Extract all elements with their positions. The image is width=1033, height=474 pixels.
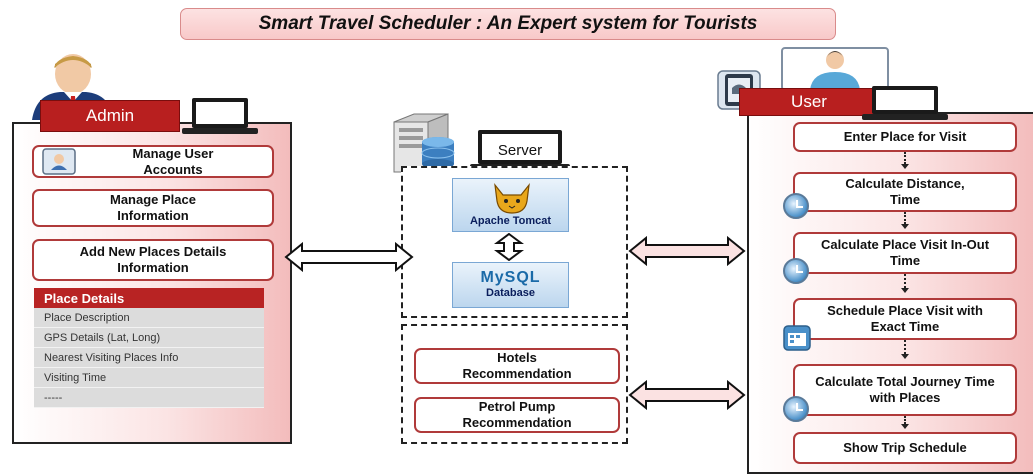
clock-icon (783, 193, 809, 219)
flow-arrow-head (901, 424, 909, 429)
card-label: Manage User Accounts (132, 145, 214, 177)
double-arrow-vertical (494, 233, 524, 261)
step-calculate-distance-card: Calculate Distance, Time (793, 172, 1017, 212)
database-label: Database (486, 287, 535, 299)
place-details-row: Visiting Time (34, 368, 264, 388)
card-label: Manage Place Information (110, 192, 196, 223)
flow-arrow-head (901, 354, 909, 359)
card-label: Calculate Total Journey Time with Places (815, 374, 995, 405)
server-label: Server (497, 142, 543, 159)
place-details-row: ----- (34, 388, 264, 408)
step-total-journey-card: Calculate Total Journey Time with Places (793, 364, 1017, 416)
hotels-recommendation-card: Hotels Recommendation (414, 348, 620, 384)
place-details-heading: Place Details (34, 288, 264, 308)
calendar-icon (783, 325, 811, 351)
flow-arrow-head (901, 288, 909, 293)
place-details-row: Nearest Visiting Places Info (34, 348, 264, 368)
clock-icon (783, 396, 809, 422)
user-avatar-icon (781, 47, 889, 90)
place-details-row: Place Description (34, 308, 264, 328)
step-show-trip-schedule-card: Show Trip Schedule (793, 432, 1017, 464)
add-new-places-details-card: Add New Places Details Information (32, 239, 274, 281)
id-card-icon (42, 148, 76, 175)
double-arrow-server-user (628, 236, 746, 266)
flow-arrow (904, 340, 906, 354)
card-label: Calculate Distance, Time (845, 176, 965, 207)
card-label: Calculate Place Visit In-Out Time (820, 237, 990, 268)
clock-icon (783, 258, 809, 284)
petrol-pump-recommendation-card: Petrol Pump Recommendation (414, 397, 620, 433)
card-label: Enter Place for Visit (843, 129, 967, 144)
admin-header: Admin (40, 100, 180, 132)
user-header: User (739, 88, 879, 116)
step-enter-place-card: Enter Place for Visit (793, 122, 1017, 152)
step-calculate-visit-time-card: Calculate Place Visit In-Out Time (793, 232, 1017, 274)
step-schedule-visit-card: Schedule Place Visit with Exact Time (793, 298, 1017, 340)
flow-arrow (904, 416, 906, 424)
laptop-icon (862, 86, 948, 120)
card-label: Petrol Pump Recommendation (462, 399, 572, 430)
flow-arrow (904, 212, 906, 224)
double-arrow-recommendation-user (628, 380, 746, 410)
mysql-logo: MySQL Database (452, 262, 569, 308)
double-arrow-admin-server (284, 242, 414, 272)
card-label: Hotels Recommendation (462, 350, 572, 381)
card-label: Schedule Place Visit with Exact Time (827, 303, 983, 334)
flow-arrow (904, 152, 906, 164)
flow-arrow (904, 274, 906, 288)
tomcat-logo: Apache Tomcat (452, 178, 569, 232)
place-details-row: GPS Details (Lat, Long) (34, 328, 264, 348)
manage-place-information-card: Manage Place Information (32, 189, 274, 227)
mysql-wordmark: MySQL (480, 269, 541, 286)
place-details-table: Place Details Place Description GPS Deta… (34, 288, 264, 408)
flow-arrow-head (901, 224, 909, 229)
flow-arrow-head (901, 164, 909, 169)
laptop-icon (182, 98, 258, 134)
card-label: Add New Places Details Information (79, 244, 227, 275)
tomcat-label: Apache Tomcat (469, 215, 552, 227)
card-label: Show Trip Schedule (843, 440, 967, 455)
diagram-title: Smart Travel Scheduler : An Expert syste… (180, 8, 836, 40)
tomcat-cat-icon (494, 182, 530, 214)
